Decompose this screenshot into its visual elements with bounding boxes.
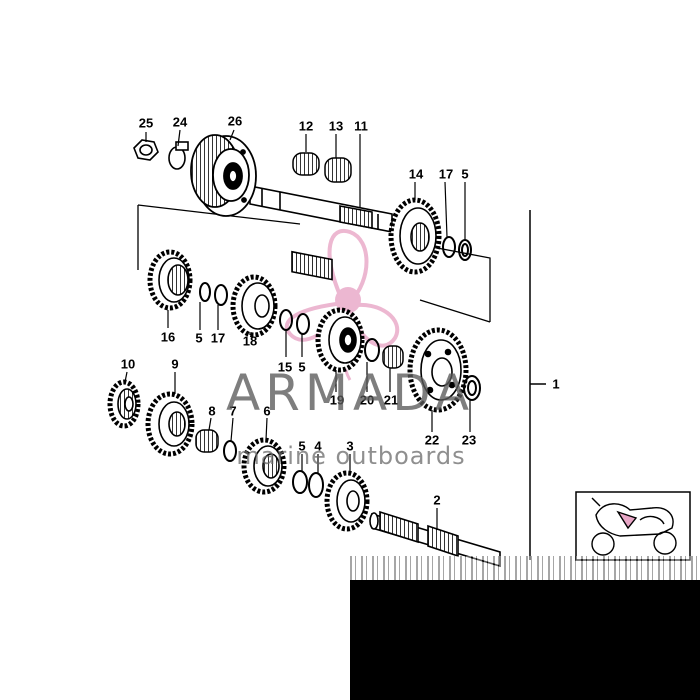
callout-22: 22 [424, 432, 440, 448]
callout-14: 14 [408, 166, 424, 182]
scan-noise-strip [350, 556, 700, 582]
callout-13: 13 [328, 118, 344, 134]
needle-bearing-13 [324, 157, 352, 183]
gear-9 [145, 391, 195, 457]
watermark-tagline: marine outboards [236, 442, 466, 470]
countershaft [249, 185, 393, 281]
callout-23: 23 [461, 432, 477, 448]
callout-7: 7 [229, 403, 237, 419]
washer-5d [292, 470, 308, 494]
callout-9: 9 [171, 356, 179, 372]
black-scan-region [350, 580, 700, 700]
circlip-17b [214, 284, 228, 306]
callout-19: 19 [329, 392, 345, 408]
nut-25 [133, 139, 159, 161]
callout-18: 18 [242, 333, 258, 349]
needle-bearing-21 [382, 345, 404, 369]
washer-23 [463, 375, 481, 401]
callout-8: 8 [208, 403, 216, 419]
callout-6: 6 [263, 403, 271, 419]
callout-24: 24 [172, 114, 188, 130]
needle-bearing-12 [292, 152, 320, 176]
callout-16: 16 [160, 329, 176, 345]
callout-3: 3 [346, 438, 354, 454]
callout-5b: 5 [195, 330, 203, 346]
callout-15: 15 [277, 359, 293, 375]
gear-22 [407, 327, 469, 413]
gear-14 [388, 197, 442, 275]
leader-lines [124, 129, 471, 530]
gear-3 [324, 470, 370, 532]
gear-19 [315, 307, 365, 373]
callout-5c: 5 [298, 359, 306, 375]
washer-5c [296, 313, 310, 335]
callout-5a: 5 [461, 166, 469, 182]
callout-26: 26 [227, 113, 243, 129]
callout-25: 25 [138, 115, 154, 131]
gear-16 [147, 249, 193, 311]
washer-5a [458, 239, 472, 261]
callout-21: 21 [383, 392, 399, 408]
watermark-brand-name: ARMADA [225, 364, 475, 422]
assembly-callout-1: 1 [552, 376, 560, 392]
callout-11: 11 [354, 118, 368, 134]
callout-4: 4 [314, 438, 322, 454]
assembly-bracket [529, 210, 546, 560]
circlip-4 [308, 472, 324, 498]
motorcycle-thumbnail [575, 491, 691, 561]
callout-17b: 17 [210, 330, 226, 346]
needle-bearing-8 [195, 429, 219, 453]
callout-5d: 5 [298, 438, 306, 454]
circlip-17a [442, 236, 456, 258]
callout-10: 10 [120, 356, 136, 372]
callout-2: 2 [433, 492, 441, 508]
gear-18 [230, 274, 278, 338]
mainshaft-2 [369, 510, 501, 568]
lock-washer-24 [168, 141, 189, 170]
callout-12: 12 [298, 118, 314, 134]
washer-5b [199, 282, 211, 302]
gear-10 [107, 379, 141, 429]
clutch-basket-26 [190, 134, 257, 217]
washer-20 [364, 338, 380, 362]
callout-20: 20 [359, 392, 375, 408]
washer-7 [223, 440, 237, 462]
callout-17a: 17 [438, 166, 454, 182]
gear-6 [241, 437, 287, 495]
